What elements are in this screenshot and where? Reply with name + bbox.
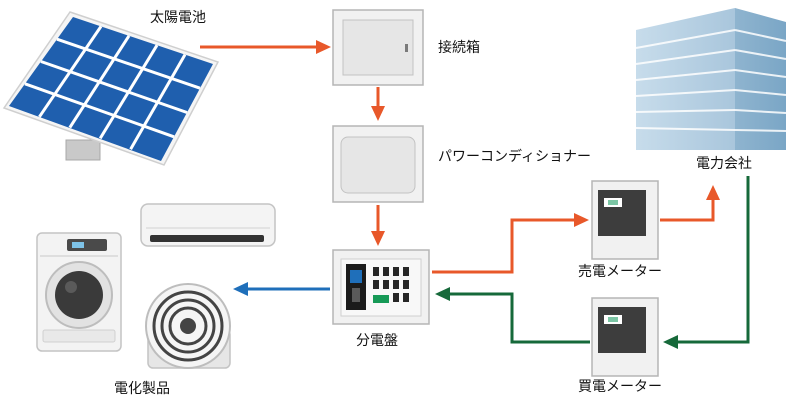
arrow-selling-meter-to-company — [660, 185, 720, 222]
distribution-panel-label: 分電盤 — [356, 333, 398, 349]
power-conditioner-icon — [332, 125, 424, 203]
buying-meter-icon — [591, 297, 659, 377]
arrow-panel-to-selling-meter — [432, 213, 589, 274]
circulator-fan-icon — [145, 283, 231, 369]
arrow-junction-to-pcs — [371, 87, 385, 121]
arrow-buying-meter-to-panel — [435, 287, 590, 344]
junction-box-icon — [332, 9, 424, 86]
air-conditioner-icon — [140, 203, 276, 247]
arrow-panel-to-appliances — [233, 282, 330, 296]
power-company-label: 電力会社 — [696, 156, 752, 172]
arrow-solar-to-junction — [200, 40, 331, 54]
building-icon — [635, 8, 787, 150]
distribution-panel-icon — [332, 249, 430, 325]
arrow-pcs-to-panel — [371, 205, 385, 246]
arrow-company-to-buying-meter — [663, 176, 750, 349]
buying-meter-label: 買電メーター — [578, 379, 662, 395]
junction-box-label: 接続箱 — [438, 40, 480, 56]
selling-meter-icon — [591, 180, 659, 260]
washing-machine-icon — [36, 232, 122, 352]
appliances-label: 電化製品 — [114, 381, 170, 397]
solar-panel-label: 太陽電池 — [150, 10, 206, 26]
selling-meter-label: 売電メーター — [578, 264, 662, 280]
solar-panel-icon — [2, 11, 220, 166]
power-conditioner-label: パワーコンディショナー — [438, 149, 592, 165]
